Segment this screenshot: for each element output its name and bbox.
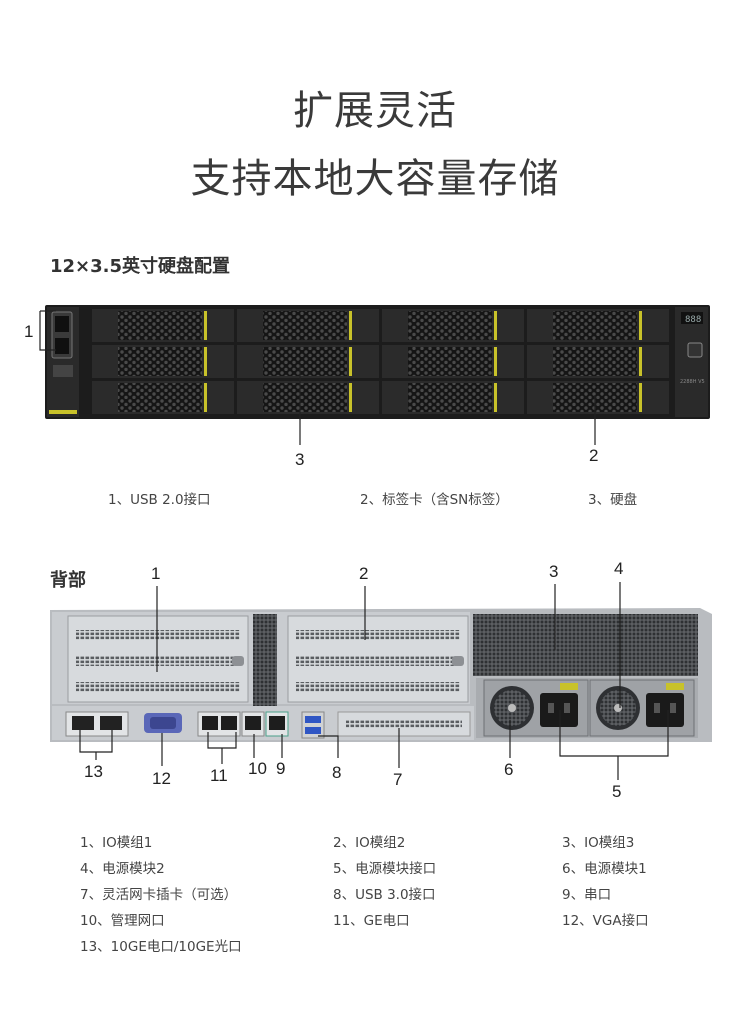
drive-bays (92, 309, 669, 414)
front-callout-3: 3 (295, 450, 305, 469)
rear-callout-8: 8 (332, 763, 342, 782)
power-button-icon (687, 342, 703, 358)
io-module-3 (473, 614, 698, 676)
model-label: 2288H V5 (680, 379, 705, 385)
rear-legend-item: 3、IO模组3 (562, 835, 635, 851)
front-callout-2: 2 (589, 446, 599, 465)
power-socket-1 (540, 693, 578, 727)
headline-line-1: 扩展灵活 (293, 88, 457, 134)
rear-legend-item: 2、IO模组2 (333, 835, 406, 851)
usb-port-front-2 (55, 338, 69, 354)
rear-legend-item: 9、串口 (562, 887, 612, 903)
rear-legend-item: 1、IO模组1 (80, 835, 153, 851)
lcd-readout: 888 (685, 315, 701, 325)
rear-legend-item: 12、VGA接口 (562, 913, 649, 929)
headline-line-2: 支持本地大容量存储 (190, 156, 560, 202)
rear-callout-10: 10 (248, 759, 267, 778)
rear-callout-4: 4 (614, 559, 624, 578)
rear-section-title: 背部 (50, 570, 86, 591)
rear-legend-item: 6、电源模块1 (562, 861, 647, 877)
server-rear-panel (50, 608, 712, 742)
rear-legend-item: 5、电源模块接口 (333, 861, 437, 877)
rear-callout-13: 13 (84, 762, 103, 781)
rear-legend-item: 13、10GE电口/10GE光口 (80, 939, 242, 955)
front-legend-item: 1、USB 2.0接口 (108, 492, 211, 508)
front-section-title: 12×3.5英寸硬盘配置 (50, 256, 231, 277)
rear-callout-12: 12 (152, 769, 171, 788)
rear-vent-strip (253, 614, 277, 706)
rear-callout-11: 11 (210, 766, 228, 785)
rear-callout-5: 5 (612, 782, 622, 801)
rear-legend-item: 8、USB 3.0接口 (333, 887, 436, 903)
usb3-ports (301, 711, 325, 739)
rear-callout-9: 9 (276, 759, 286, 778)
rear-legend-item: 11、GE电口 (333, 913, 410, 929)
rear-legend-item: 4、电源模块2 (80, 861, 165, 877)
front-callout-lines (39, 310, 596, 445)
rear-callout-6: 6 (504, 760, 514, 779)
rear-legend-item: 10、管理网口 (80, 913, 165, 929)
front-callout-1: 1 (24, 322, 34, 341)
rear-legend-item: 7、灵活网卡插卡（可选） (80, 887, 238, 903)
usb-port-front-1 (55, 316, 69, 332)
rear-callout-3: 3 (549, 562, 559, 581)
front-legend-item: 2、标签卡（含SN标签） (360, 492, 509, 508)
front-legend-item: 3、硬盘 (588, 492, 638, 508)
rear-callout-lines (79, 582, 669, 780)
rear-callout-1: 1 (151, 564, 161, 583)
front-right-ear (675, 307, 708, 417)
power-socket-2 (646, 693, 684, 727)
rear-callout-7: 7 (393, 770, 403, 789)
rear-callout-2: 2 (359, 564, 369, 583)
